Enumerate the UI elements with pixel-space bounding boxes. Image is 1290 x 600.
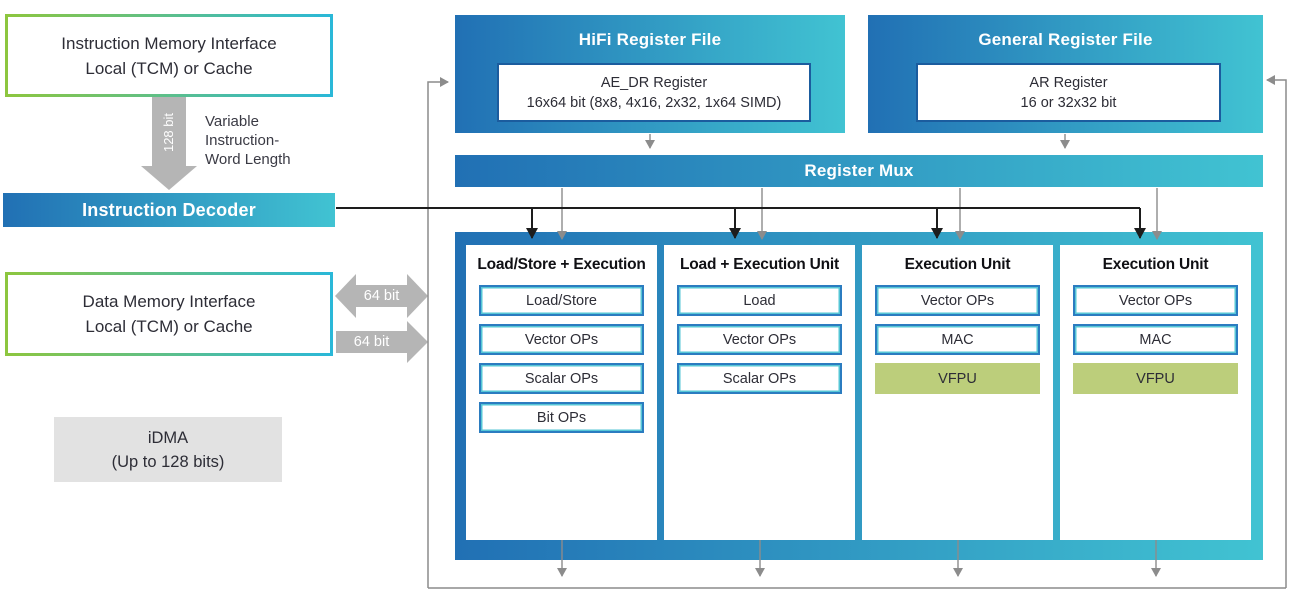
arrow-head-right bbox=[407, 321, 428, 363]
unit-execution-2: Execution Unit Vector OPs MAC VFPU bbox=[1060, 245, 1251, 540]
block-vfpu: VFPU bbox=[875, 363, 1040, 394]
data-memory-line1: Data Memory Interface bbox=[82, 292, 256, 311]
bus-arrow-shaft bbox=[152, 97, 186, 167]
ar-register-line1: AR Register bbox=[1029, 74, 1108, 91]
hifi-register-file: HiFi Register File AE_DR Register 16x64 … bbox=[455, 15, 845, 133]
unit-load-store-execution: Load/Store + Execution Load/Store Vector… bbox=[466, 245, 657, 540]
bus-arrow-64bit-bidirectional-icon: 64 bit bbox=[335, 274, 428, 318]
arrow-head-left bbox=[335, 274, 356, 318]
note-line3: Word Length bbox=[205, 151, 291, 168]
block-vector-ops: Vector OPs bbox=[875, 285, 1040, 316]
unit-load-execution: Load + Execution Unit Load Vector OPs Sc… bbox=[664, 245, 855, 540]
data-memory-box: Data Memory Interface Local (TCM) or Cac… bbox=[5, 272, 333, 356]
execution-units-container: Load/Store + Execution Load/Store Vector… bbox=[455, 232, 1263, 560]
general-register-file: General Register File AR Register 16 or … bbox=[868, 15, 1263, 133]
block-mac: MAC bbox=[875, 324, 1040, 355]
feedback-line-left-to-hifi-arrow bbox=[427, 77, 449, 588]
block-load: Load bbox=[677, 285, 842, 316]
instruction-memory-line2: Local (TCM) or Cache bbox=[85, 58, 253, 78]
block-scalar-ops: Scalar OPs bbox=[677, 363, 842, 394]
note-line1: Variable bbox=[205, 113, 259, 130]
ae-dr-register-line2: 16x64 bit (8x8, 4x16, 2x32, 1x64 SIMD) bbox=[526, 94, 782, 111]
instruction-decoder-bar: Instruction Decoder bbox=[3, 193, 335, 227]
hifi-register-file-title: HiFi Register File bbox=[578, 30, 722, 49]
unit-title: Load/Store + Execution bbox=[477, 256, 646, 273]
unit-title: Execution Unit bbox=[904, 256, 1011, 273]
bus-arrow-64bit-right-icon: 64 bit bbox=[336, 321, 428, 363]
ae-dr-register-line1: AE_DR Register bbox=[600, 74, 708, 91]
ae-dr-register-box: AE_DR Register 16x64 bit (8x8, 4x16, 2x3… bbox=[497, 63, 811, 122]
bus-arrow-shaft bbox=[336, 331, 407, 353]
bus-64bit-top-label: 64 bit bbox=[363, 288, 400, 304]
register-mux-label: Register Mux bbox=[804, 161, 914, 180]
arrow-head-right bbox=[407, 274, 428, 318]
block-bit-ops: Bit OPs bbox=[479, 402, 644, 433]
block-load-store: Load/Store bbox=[479, 285, 644, 316]
instruction-memory-line1: Instruction Memory Interface bbox=[61, 33, 277, 53]
variable-instruction-note: Variable Instruction- Word Length bbox=[205, 112, 291, 169]
block-vector-ops: Vector OPs bbox=[677, 324, 842, 355]
bus-arrow-head bbox=[141, 166, 197, 190]
idma-line2: (Up to 128 bits) bbox=[111, 452, 225, 471]
block-vector-ops: Vector OPs bbox=[1073, 285, 1238, 316]
general-register-file-title: General Register File bbox=[978, 30, 1153, 49]
feedback-line-right-to-general-arrow bbox=[1266, 75, 1287, 588]
note-line2: Instruction- bbox=[205, 132, 280, 149]
block-vfpu: VFPU bbox=[1073, 363, 1238, 394]
unit-title: Load + Execution Unit bbox=[680, 256, 839, 273]
bus-128bit-label: 128 bit bbox=[161, 112, 177, 152]
block-mac: MAC bbox=[1073, 324, 1238, 355]
unit-execution-1: Execution Unit Vector OPs MAC VFPU bbox=[862, 245, 1053, 540]
idma-box: iDMA (Up to 128 bits) bbox=[54, 417, 282, 482]
data-memory-line2: Local (TCM) or Cache bbox=[85, 317, 253, 336]
ar-register-box: AR Register 16 or 32x32 bit bbox=[916, 63, 1221, 122]
block-scalar-ops: Scalar OPs bbox=[479, 363, 644, 394]
instruction-memory-box: Instruction Memory Interface Local (TCM)… bbox=[5, 14, 333, 97]
bus-64bit-bottom-label: 64 bit bbox=[353, 334, 390, 350]
ar-register-line2: 16 or 32x32 bit bbox=[1020, 94, 1117, 111]
unit-title: Execution Unit bbox=[1102, 256, 1209, 273]
register-mux-bar: Register Mux bbox=[455, 155, 1263, 187]
bus-arrow-128bit-down-icon: 128 bit bbox=[141, 97, 197, 190]
block-vector-ops: Vector OPs bbox=[479, 324, 644, 355]
instruction-decoder-label: Instruction Decoder bbox=[82, 199, 256, 220]
idma-line1: iDMA bbox=[147, 428, 189, 447]
